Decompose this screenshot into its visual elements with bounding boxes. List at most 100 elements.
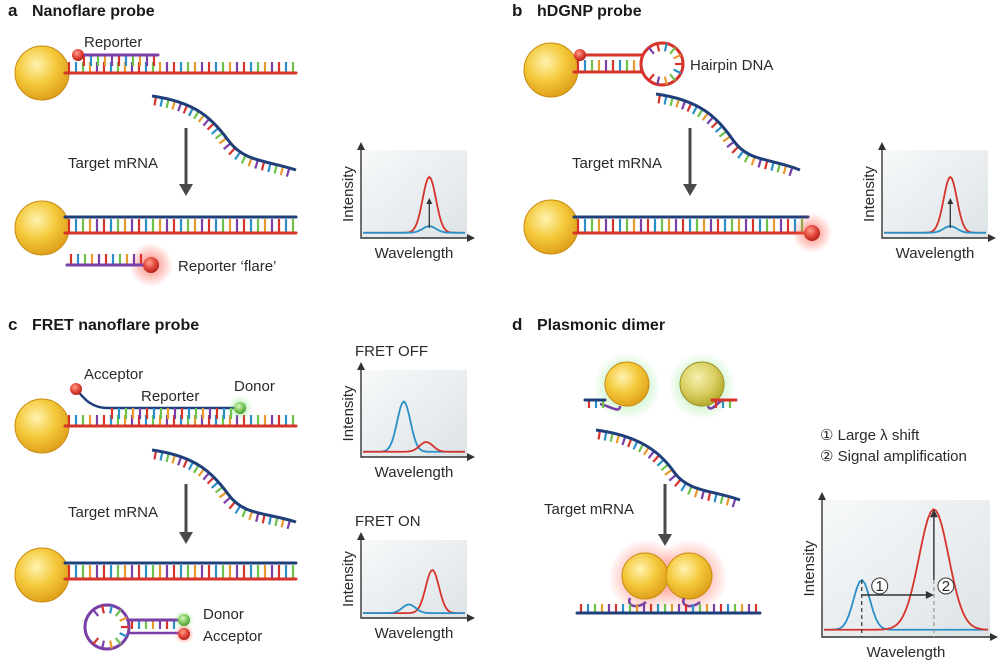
spectrum-line: [363, 441, 465, 453]
dna-base: [261, 514, 266, 524]
donor-dye: [178, 614, 190, 626]
dna-base: [119, 632, 128, 638]
gold-nanoparticle: [14, 547, 70, 603]
gold-nanoparticle: [604, 361, 650, 407]
probe-strand: [63, 415, 298, 428]
dna-base: [669, 73, 676, 82]
np-strand-left: [583, 398, 607, 408]
reporter-strand: [78, 53, 160, 66]
reporter-dye: [72, 49, 84, 61]
dna-base: [223, 142, 232, 150]
mrna-backbone: [151, 448, 297, 524]
spectrum-line: [824, 508, 989, 631]
dna-base: [648, 73, 655, 82]
target-mrna-label: Target mRNA: [68, 155, 158, 172]
amplification-arrow-head: [929, 509, 938, 518]
dna-base: [260, 161, 266, 171]
axes: [360, 366, 471, 458]
dimer-nanoparticle-left: [621, 552, 669, 600]
hybrid-probe-strand: [63, 219, 298, 235]
spectrum-title: FRET OFF: [355, 343, 428, 360]
dna-base: [700, 490, 706, 500]
increase-arrow-head: [426, 198, 433, 204]
dna-base: [731, 145, 740, 154]
dna-base: [673, 68, 682, 75]
dna-base: [241, 508, 248, 518]
panel-b-title: hDGNP probe: [537, 3, 642, 20]
x-axis-label: Wavelength: [375, 625, 454, 642]
panel-c: c FRET nanoflare probe Acceptor Reporter…: [8, 315, 298, 651]
dna-base: [707, 491, 712, 501]
legend-signal-amplification: ② Signal amplification: [820, 448, 967, 465]
donor-label: Donor: [234, 378, 275, 395]
x-axis-arrow: [988, 234, 996, 242]
dna-base: [757, 158, 763, 168]
acceptor-dye: [178, 628, 190, 640]
dna-base: [119, 616, 128, 622]
arrow-head: [179, 184, 193, 196]
gold-nanoparticle: [14, 398, 70, 454]
panel-c-letter: c: [8, 315, 17, 334]
dna-base: [267, 162, 272, 173]
hybrid-probe-strand: [572, 219, 810, 235]
marker-2-text: 2: [942, 578, 950, 595]
gold-nanoparticle: [14, 45, 70, 101]
spectrum-title: FRET ON: [355, 513, 421, 530]
panel-a: a Nanoflare probe Reporter Target mRNA R…: [8, 1, 298, 287]
spectrum-line: [363, 603, 465, 615]
dna-base: [109, 640, 113, 649]
y-axis-label: Intensity: [861, 166, 878, 222]
marker-1: [871, 577, 889, 595]
donor-dye: [234, 402, 246, 414]
dna-base: [114, 637, 122, 645]
quencher-dye: [574, 49, 586, 61]
gold-nanoparticle: [523, 42, 579, 98]
shift-arrow-head: [925, 591, 934, 599]
dna-base: [228, 501, 236, 510]
dna-base: [764, 160, 769, 170]
acceptor-dye: [70, 383, 82, 395]
dna-base: [663, 76, 668, 85]
plot-area: [882, 150, 988, 238]
y-axis-label: Intensity: [340, 385, 357, 441]
panel-b-letter: b: [512, 1, 522, 20]
increase-arrow-head: [947, 198, 954, 204]
dna-base: [254, 159, 259, 169]
hairpin-stem-lower: [572, 60, 644, 74]
target-mrna-strand: [151, 94, 297, 177]
panel-c-title: FRET nanoflare probe: [32, 317, 199, 334]
target-mrna-strand: [151, 448, 297, 530]
dna-base: [680, 482, 687, 492]
dna-base: [648, 46, 655, 55]
x-axis-arrow: [467, 453, 475, 461]
marker-1-text: 1: [876, 578, 884, 595]
x-axis-arrow: [467, 234, 475, 242]
panel-a-title: Nanoflare probe: [32, 3, 155, 20]
y-axis-arrow: [878, 142, 886, 150]
mrna-backbone: [151, 94, 297, 172]
dna-base: [240, 154, 247, 164]
dna-base: [750, 156, 756, 166]
gold-nanoparticle: [14, 200, 70, 256]
y-axis-arrow: [818, 492, 826, 500]
mrna-backbone: [655, 92, 801, 172]
dna-base: [247, 157, 253, 167]
dimer-hybrid-strand: [575, 604, 762, 615]
hybrid-probe-strand: [63, 565, 298, 581]
dna-base: [234, 505, 242, 515]
dna-base: [114, 609, 122, 617]
panel-a-letter: a: [8, 1, 18, 20]
plot-area: [361, 370, 467, 457]
dna-base: [223, 496, 232, 504]
target-mrna-strand: [655, 92, 801, 177]
y-axis-arrow: [357, 532, 365, 540]
reporter-label: Reporter: [141, 388, 199, 405]
reporter-bases: [110, 408, 233, 419]
axes: [821, 496, 994, 638]
dna-base: [656, 43, 661, 52]
